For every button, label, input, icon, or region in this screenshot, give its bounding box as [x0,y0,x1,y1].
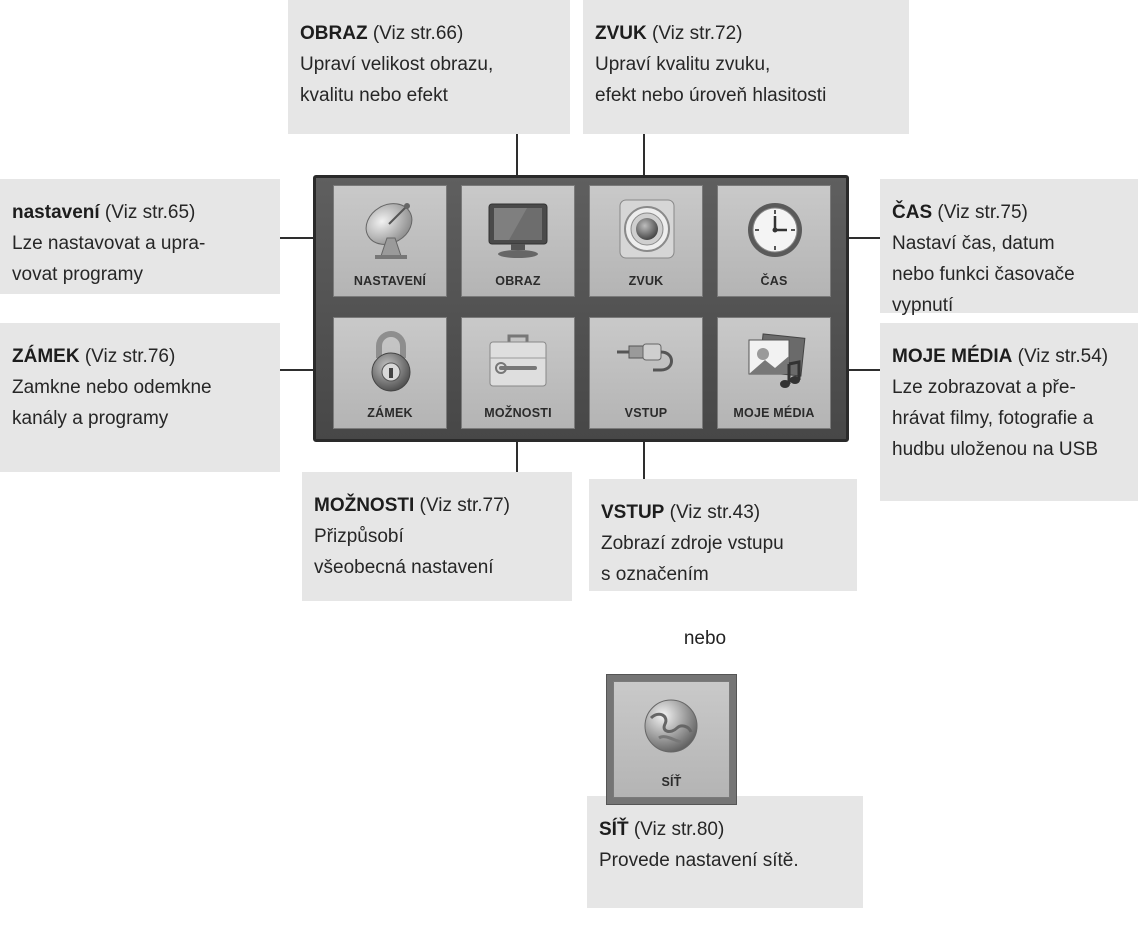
satellite-dish-icon [365,203,413,259]
connector-line [280,369,332,371]
callout-ref: (Viz str.43) [664,502,761,523]
callout-title: ČAS [892,202,933,223]
callout-ref: (Viz str.72) [646,23,743,44]
callout-desc: Zamkne nebo odemkne kanály a programy [12,377,212,429]
separator-text: nebo [683,628,727,649]
connector-line [280,237,332,239]
callout-ref: (Viz str.66) [367,23,464,44]
tile-label: ZÁMEK [367,406,413,420]
sit-tile-frame: SÍŤ [606,674,737,805]
callout-ref: (Viz str.65) [99,202,196,223]
callout-title: ZÁMEK [12,346,80,367]
callout-title: ZVUK [595,23,647,44]
connector-line [516,134,518,182]
callout-ref: (Viz str.80) [628,819,725,840]
callout-title: MOŽNOSTI [314,495,415,516]
callout-zamek: ZÁMEK (Viz str.76) Zamkne nebo odemkne k… [0,323,280,472]
tile-label: VSTUP [624,406,668,420]
menu-tile-nastaveni[interactable]: NASTAVENÍ [333,185,447,297]
callout-ref: (Viz str.75) [932,202,1028,223]
callout-ref: (Viz str.54) [1012,346,1109,367]
tile-label: MOJE MÉDIA [733,406,815,420]
callout-nastaveni: nastavení (Viz str.65) Lze nastavovat a … [0,179,280,294]
callout-title: SÍŤ [599,819,629,840]
callout-desc: Provede nastavení sítě. [599,850,799,871]
tile-label: OBRAZ [495,274,541,288]
connector-line [516,430,518,472]
toolbox-icon [489,334,547,387]
photo-music-icon [748,333,806,388]
speaker-icon [619,199,675,259]
menu-tile-cas[interactable]: ČAS [717,185,831,297]
callout-vstup: VSTUP (Viz str.43) Zobrazí zdroje vstupu… [589,479,857,591]
connector-line [643,430,645,479]
menu-tile-zvuk[interactable]: ZVUK [589,185,703,297]
callout-moznosti: MOŽNOSTI (Viz str.77) Přizpůsobí všeobec… [302,472,572,601]
callout-title: VSTUP [601,502,665,523]
menu-tile-sit[interactable]: SÍŤ [613,681,730,798]
clock-icon [748,203,802,257]
callout-obraz: OBRAZ (Viz str.66) Upraví velikost obraz… [288,0,570,134]
callout-desc: Upraví velikost obrazu, kvalitu nebo efe… [300,54,494,106]
connector-line [643,134,645,182]
tile-label: SÍŤ [661,775,682,789]
callout-sit: SÍŤ (Viz str.80) Provede nastavení sítě. [587,796,863,908]
callout-title: OBRAZ [300,23,368,44]
callout-desc: Nastaví čas, datum nebo funkci časovače … [892,233,1075,316]
callout-ref: (Viz str.76) [79,346,176,367]
tile-label: ČAS [760,274,788,288]
callout-title: MOJE MÉDIA [892,346,1013,367]
menu-tile-moznosti[interactable]: MOŽNOSTI [461,317,575,429]
connector-line [828,237,880,239]
connector-line [828,369,880,371]
callout-zvuk: ZVUK (Viz str.72) Upraví kvalitu zvuku, … [583,0,909,134]
cable-plug-icon [617,343,673,372]
callout-desc: Upraví kvalitu zvuku, efekt nebo úroveň … [595,54,827,106]
tile-label: MOŽNOSTI [484,406,552,420]
menu-tile-zamek[interactable]: ZÁMEK [333,317,447,429]
main-menu-panel: NASTAVENÍ OBRAZ ZVUK [313,175,849,442]
callout-cas: ČAS (Viz str.75) Nastaví čas, datum nebo… [880,179,1138,316]
tile-label: NASTAVENÍ [353,274,427,288]
menu-tile-vstup[interactable]: VSTUP [589,317,703,429]
callout-desc: Zobrazí zdroje vstupu s označením [601,533,784,585]
menu-tile-obraz[interactable]: OBRAZ [461,185,575,297]
tile-label: ZVUK [628,274,664,288]
callout-title: nastavení [12,202,100,223]
tv-monitor-icon [488,203,548,258]
callout-desc: Lze zobrazovat a pře- hrávat filmy, foto… [892,377,1098,460]
menu-tile-moje-media[interactable]: MOJE MÉDIA [717,317,831,429]
padlock-icon [371,331,411,392]
callout-moje-media: MOJE MÉDIA (Viz str.54) Lze zobrazovat a… [880,323,1138,501]
callout-ref: (Viz str.77) [414,495,511,516]
callout-desc: Přizpůsobí všeobecná nastavení [314,526,494,578]
globe-icon [644,699,698,753]
callout-desc: Lze nastavovat a upra- vovat programy [12,233,206,285]
